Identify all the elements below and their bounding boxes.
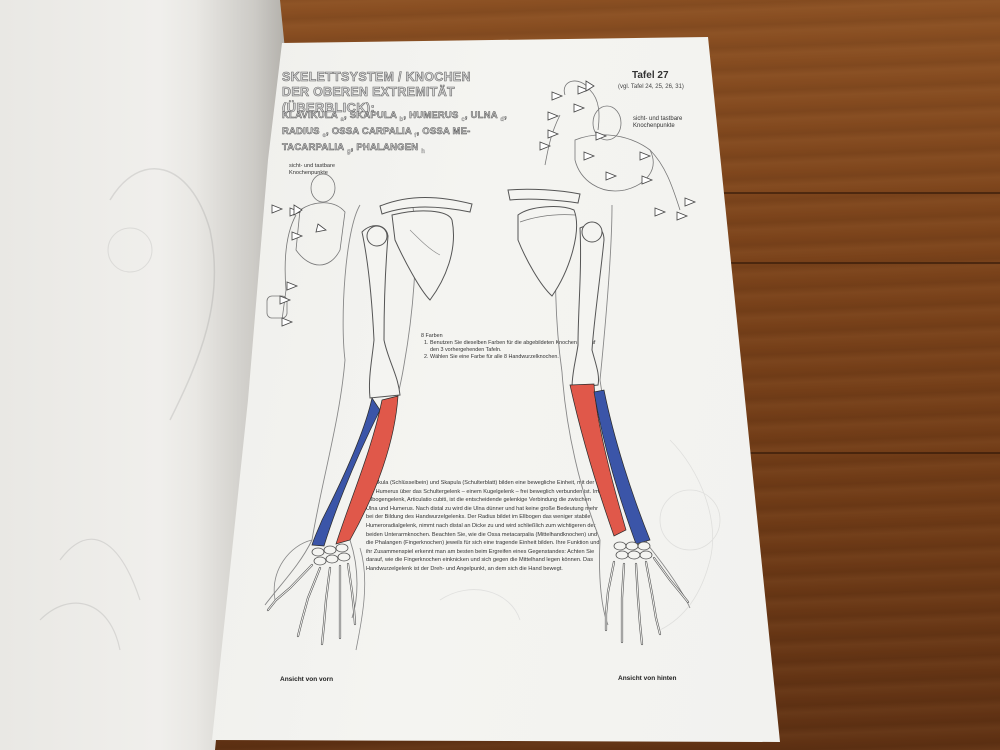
palpable-point-arrows-left [271, 204, 327, 327]
page-bleedthrough [439, 439, 721, 631]
table-plank-seam [700, 192, 1000, 194]
arm-back-view [507, 188, 691, 646]
facing-page-bleedthrough [39, 168, 216, 651]
palpable-points-figure-left [266, 173, 346, 321]
table-plank-seam [700, 262, 1000, 264]
palpable-points-figure-right [544, 80, 681, 211]
arm-front-view [264, 197, 473, 651]
palpable-point-arrows-right [539, 80, 697, 221]
table-plank-seam [700, 452, 1000, 454]
